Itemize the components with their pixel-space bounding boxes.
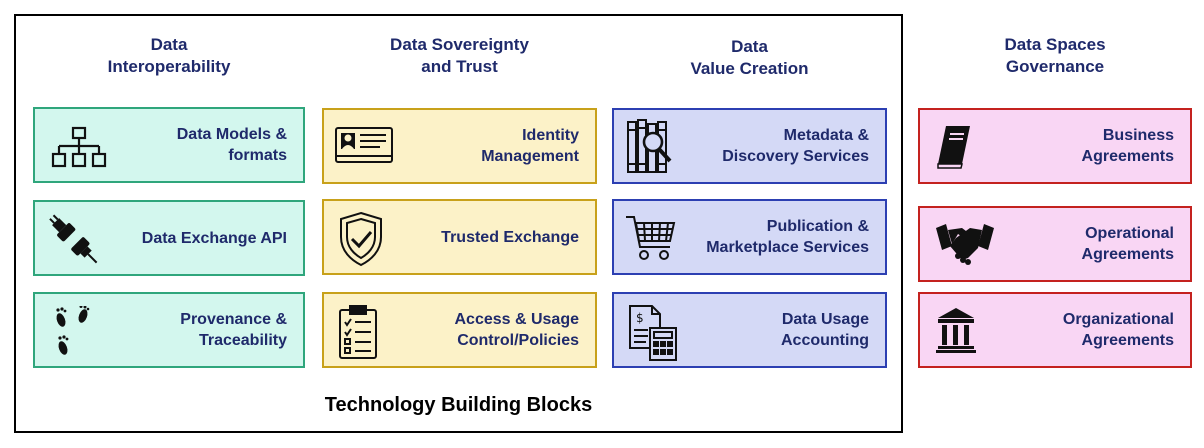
invoice-calculator-icon: $ [629, 305, 677, 361]
hierarchy-icon [51, 126, 107, 168]
block-identity-management: Identity Management [322, 108, 597, 184]
plug-icon [49, 214, 98, 264]
block-organizational-agreements: Organizational Agreements [918, 292, 1192, 368]
institution-icon [936, 308, 976, 353]
book-search-icon [627, 119, 672, 173]
book-icon [937, 126, 970, 169]
block-access-usage-control: Access & Usage Control/Policies [322, 292, 597, 368]
technology-building-blocks-frame [14, 14, 903, 433]
block-publication-marketplace: Publication & Marketplace Services [612, 199, 887, 275]
handshake-icon [936, 224, 994, 265]
footprints-icon [56, 306, 90, 355]
block-data-models-formats: Data Models & formats [33, 107, 305, 183]
svg-text:$: $ [636, 311, 644, 325]
block-metadata-discovery: Metadata & Discovery Services [612, 108, 887, 184]
technology-building-blocks-title: Technology Building Blocks [324, 394, 593, 416]
heading-data-interoperability: Data Interoperability [107, 35, 231, 76]
block-label: Publication & Marketplace Services [706, 218, 869, 256]
block-label: Business Agreements [1081, 127, 1174, 165]
shopping-cart-icon [626, 216, 676, 260]
shield-check-icon [340, 211, 382, 267]
block-label: Identity Management [481, 127, 579, 165]
heading-data-value-creation: Data Value Creation [690, 37, 809, 78]
block-label: Organizational Agreements [1062, 311, 1174, 349]
clipboard-checklist-icon [339, 305, 377, 359]
block-label: Provenance & Traceability [180, 311, 287, 349]
block-data-usage-accounting: $ Data Usage Accounting [612, 292, 887, 368]
block-operational-agreements: Operational Agreements [918, 206, 1192, 282]
block-label: Data Models & formats [176, 126, 287, 164]
heading-data-spaces-governance: Data Spaces Governance [1004, 35, 1106, 76]
block-label: Access & Usage Control/Policies [454, 311, 579, 349]
block-data-exchange-api: Data Exchange API [33, 200, 305, 276]
block-trusted-exchange: Trusted Exchange [322, 199, 597, 275]
block-label: Data Usage Accounting [781, 311, 869, 349]
id-card-icon [335, 127, 393, 163]
block-provenance-traceability: Provenance & Traceability [33, 292, 305, 368]
block-label: Data Exchange API [141, 229, 287, 247]
block-business-agreements: Business Agreements [918, 108, 1192, 184]
block-label: Operational Agreements [1081, 225, 1174, 263]
block-label: Metadata & Discovery Services [722, 127, 869, 165]
heading-data-sovereignty: Data Sovereignty and Trust [390, 35, 529, 76]
block-label: Trusted Exchange [441, 228, 579, 246]
